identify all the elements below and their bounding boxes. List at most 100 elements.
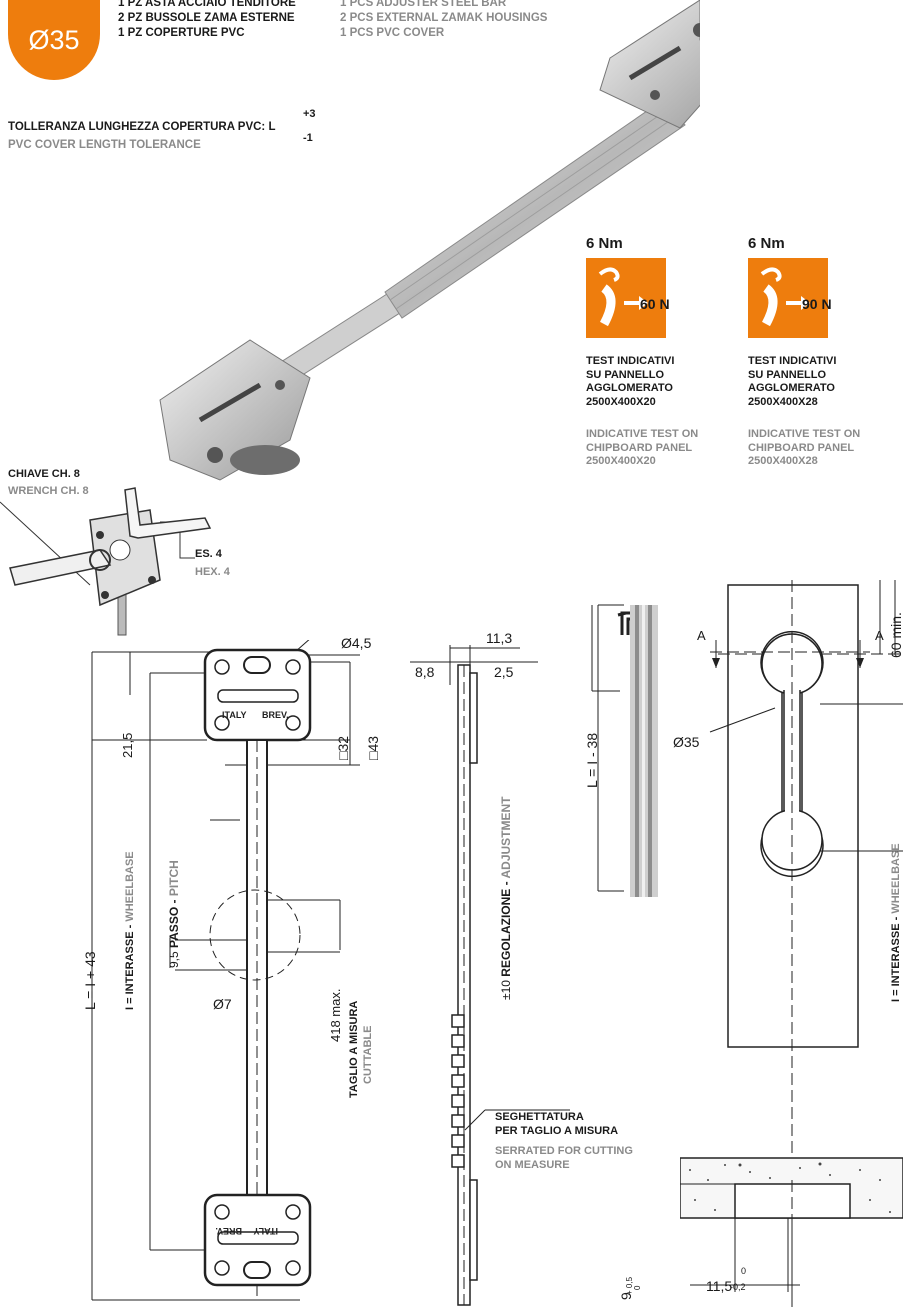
- test-2-it-line: SU PANNELLO: [748, 368, 827, 381]
- adjust-value: ±10: [499, 980, 513, 1000]
- dim-2-5: 2,5: [494, 664, 514, 680]
- hex-label-en: HEX. 4: [195, 566, 230, 578]
- stamp-brev-bottom: BREV.: [215, 1226, 242, 1236]
- front-view-drawing: ITALY BREV. ITALY BREV.: [91, 640, 360, 1301]
- test-2-en-line: CHIPBOARD PANEL: [748, 441, 855, 454]
- adjust-en: ADJUSTMENT: [499, 796, 513, 879]
- test-2-it-line: TEST INDICATIVI: [748, 355, 837, 367]
- wrench-label-it: CHIAVE CH. 8: [8, 468, 80, 480]
- test-2-icon-box: [748, 258, 828, 338]
- serr-it-line: PER TAGLIO A MISURA: [495, 1124, 619, 1137]
- diameter-badge: Ø35: [8, 0, 100, 80]
- stamp-italy: ITALY: [222, 710, 247, 720]
- product-illustration: [159, 0, 700, 481]
- wheelbase-en: WHEELBASE: [124, 851, 136, 922]
- part-en-3: 1 PCS PVC COVER: [340, 27, 445, 39]
- pvc-cover-drawing: [591, 605, 658, 897]
- pitch-label: 9,5 PASSO - PITCH: [167, 860, 182, 968]
- dim-21-5: 21,5: [120, 732, 135, 758]
- test-2-en-line: 2500X400X28: [748, 455, 818, 467]
- test-1-en-line: CHIPBOARD PANEL: [586, 441, 693, 454]
- total-length: L = I + 43: [82, 951, 98, 1010]
- square-43: □43: [365, 735, 381, 760]
- parts-list-it: 1 PZ ASTA ACCIAIO TENDITORE 2 PZ BUSSOLE…: [118, 0, 296, 41]
- torque-icon: [760, 267, 810, 327]
- test-2-en-line: INDICATIVE TEST ON: [748, 428, 861, 440]
- slot-view-drawing: [680, 580, 903, 1307]
- part-it-2: 2 PZ BUSSOLE ZAMA ESTERNE: [118, 12, 295, 24]
- test-2-it-line: 2500X400X28: [748, 395, 818, 408]
- side-view-drawing: [410, 645, 570, 1306]
- cut-en: CUTTABLE: [361, 1025, 374, 1084]
- parts-list-en: 1 PCS ADJUSTER STEEL BAR 2 PCS EXTERNAL …: [340, 0, 547, 41]
- badge-label: Ø35: [28, 25, 80, 55]
- test-2-force: 90 N: [802, 296, 832, 312]
- stamp-brev: BREV.: [262, 710, 289, 720]
- adjust-label: ±10 REGOLAZIONE - ADJUSTMENT: [499, 796, 514, 1000]
- housing-top: [599, 0, 700, 129]
- test-1-icon-box: [586, 258, 666, 338]
- test-1-it-line: TEST INDICATIVI: [586, 355, 675, 367]
- slot-diameter: Ø35: [673, 734, 700, 750]
- hex-label-it: ES. 4: [195, 548, 222, 560]
- square-32: □32: [335, 735, 351, 760]
- section-a-left: A: [697, 628, 706, 643]
- test-2-it-line: AGGLOMERATO: [748, 382, 835, 394]
- tolerance-it: TOLLERANZA LUNGHEZZA COPERTURA PVC: L: [8, 120, 275, 135]
- test-1-en-line: INDICATIVE TEST ON: [586, 428, 699, 440]
- part-en-2: 2 PCS EXTERNAL ZAMAK HOUSINGS: [340, 12, 548, 24]
- bar-diameter: Ø7: [213, 996, 232, 1012]
- tolerance-it-text: TOLLERANZA LUNGHEZZA COPERTURA PVC: L: [8, 121, 276, 133]
- cover-dim-lines: [597, 604, 624, 892]
- test-1-desc-it: TEST INDICATIVI SU PANNELLO AGGLOMERATO …: [586, 355, 674, 409]
- slot-wheelbase-it: I = INTERASSE -: [890, 916, 902, 1002]
- test-1-en-line: 2500X400X20: [586, 455, 656, 467]
- pitch-en: PITCH: [167, 860, 181, 897]
- dim-60-min: 60 min.: [888, 612, 903, 658]
- serr-en-line: ON MEASURE: [495, 1158, 570, 1171]
- part-it-1: 1 PZ ASTA ACCIAIO TENDITORE: [118, 0, 296, 9]
- adjust-it: REGOLAZIONE -: [499, 881, 513, 977]
- serr-en-line: SERRATED FOR CUTTING: [495, 1145, 633, 1157]
- serrated-label-en: SERRATED FOR CUTTING ON MEASURE: [495, 1145, 633, 1172]
- slot-wheelbase-label: I = INTERASSE - WHEELBASE: [890, 843, 903, 1002]
- part-it-3: 1 PZ COPERTURE PVC: [118, 27, 245, 39]
- wrench-label-en: WRENCH CH. 8: [8, 485, 89, 497]
- housing-bottom: [159, 339, 311, 481]
- tolerance-en: PVC COVER LENGTH TOLERANCE: [8, 139, 201, 151]
- slot-width: 11,5: [706, 1278, 733, 1294]
- test-2-desc-en: INDICATIVE TEST ON CHIPBOARD PANEL 2500X…: [748, 428, 860, 469]
- serrated-label-it: SEGHETTATURA PER TAGLIO A MISURA: [495, 1111, 618, 1138]
- part-en-1: 1 PCS ADJUSTER STEEL BAR: [340, 0, 507, 9]
- serr-it-line: SEGHETTATURA: [495, 1111, 584, 1123]
- cut-label: TAGLIO A MISURA CUTTABLE: [348, 1001, 375, 1098]
- hole-diameter: Ø4,5: [341, 635, 372, 651]
- dim-8-8: 8,8: [415, 664, 435, 680]
- section-a-right: A: [875, 628, 884, 643]
- slot-width-tol-bottom: -0,2: [730, 1282, 746, 1292]
- cut-it: TAGLIO A MISURA: [348, 1000, 360, 1098]
- test-1-desc-en: INDICATIVE TEST ON CHIPBOARD PANEL 2500X…: [586, 428, 698, 469]
- slot-wheelbase-en: WHEELBASE: [890, 843, 902, 914]
- tolerance-plus: +3: [303, 108, 316, 120]
- stamp-italy-bottom: ITALY: [253, 1226, 278, 1236]
- wrench-illustration: [0, 487, 212, 636]
- wheelbase-it: I = INTERASSE -: [124, 924, 136, 1010]
- torque-icon: [598, 267, 648, 327]
- wheelbase-label: I = INTERASSE - WHEELBASE: [124, 851, 138, 1010]
- test-2-torque: 6 Nm: [748, 235, 785, 252]
- tolerance-minus: -1: [303, 132, 313, 144]
- pitch-value: 9,5: [167, 951, 181, 968]
- test-1-it-line: AGGLOMERATO: [586, 382, 673, 394]
- slot-width-tol-top: 0: [741, 1266, 747, 1276]
- front-housing-bottom: ITALY BREV.: [203, 1193, 312, 1287]
- test-1-torque: 6 Nm: [586, 235, 623, 252]
- pitch-it: PASSO -: [167, 899, 181, 948]
- max-length: 418 max.: [328, 988, 343, 1042]
- front-housing-top: ITALY BREV.: [203, 648, 312, 742]
- dim-11-3: 11,3: [486, 630, 513, 646]
- test-2-desc-it: TEST INDICATIVI SU PANNELLO AGGLOMERATO …: [748, 355, 836, 409]
- cover-length: L = I - 38: [584, 732, 600, 788]
- test-1-force: 60 N: [640, 296, 670, 312]
- section-view: [680, 1157, 903, 1307]
